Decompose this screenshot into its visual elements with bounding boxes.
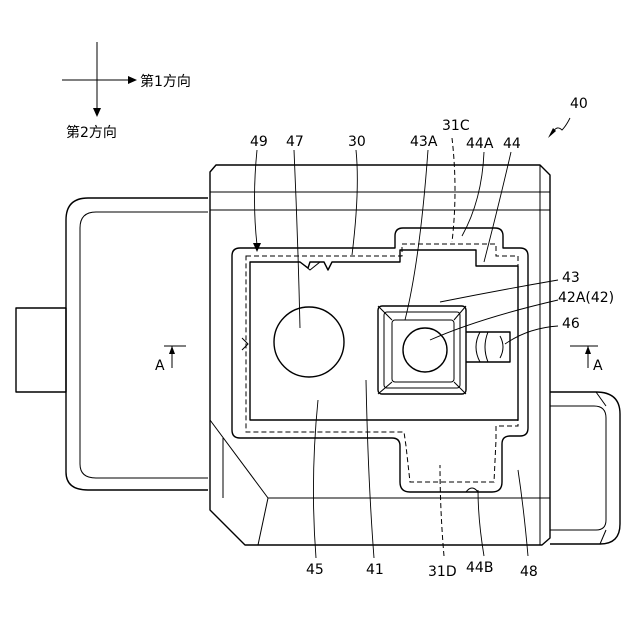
terminal-block bbox=[378, 306, 466, 394]
label-31C: 31C bbox=[442, 118, 470, 134]
terminal-hole-42a bbox=[403, 328, 447, 372]
label-41: 41 bbox=[366, 562, 384, 578]
direction-indicator bbox=[62, 42, 137, 117]
label-47: 47 bbox=[286, 134, 304, 150]
cavity-outline bbox=[232, 228, 528, 492]
label-40: 40 bbox=[570, 96, 588, 112]
label-31D: 31D bbox=[428, 564, 457, 580]
first-direction-label: 第1方向 bbox=[140, 73, 191, 90]
label-45: 45 bbox=[306, 562, 324, 578]
right-flange bbox=[550, 392, 620, 544]
cavity-dashed-outline bbox=[246, 244, 518, 482]
label-46: 46 bbox=[562, 316, 580, 332]
label-43A: 43A bbox=[410, 134, 438, 150]
section-label-left: A bbox=[155, 358, 165, 374]
round-hole-47 bbox=[274, 307, 344, 377]
section-label-right: A bbox=[593, 358, 603, 374]
label-44: 44 bbox=[503, 136, 521, 152]
section-marker-left bbox=[164, 346, 186, 368]
assembly-arrow-40 bbox=[548, 118, 570, 138]
label-48: 48 bbox=[520, 564, 538, 580]
label-42A: 42A(42) bbox=[558, 290, 614, 306]
label-49: 49 bbox=[250, 134, 268, 150]
housing-body bbox=[210, 165, 550, 545]
leader-lines bbox=[253, 138, 558, 558]
label-44B: 44B bbox=[466, 560, 493, 576]
label-43: 43 bbox=[562, 270, 580, 286]
label-44A: 44A bbox=[466, 136, 494, 152]
left-flange bbox=[16, 198, 208, 490]
second-direction-label: 第2方向 bbox=[66, 124, 117, 141]
label-30: 30 bbox=[348, 134, 366, 150]
